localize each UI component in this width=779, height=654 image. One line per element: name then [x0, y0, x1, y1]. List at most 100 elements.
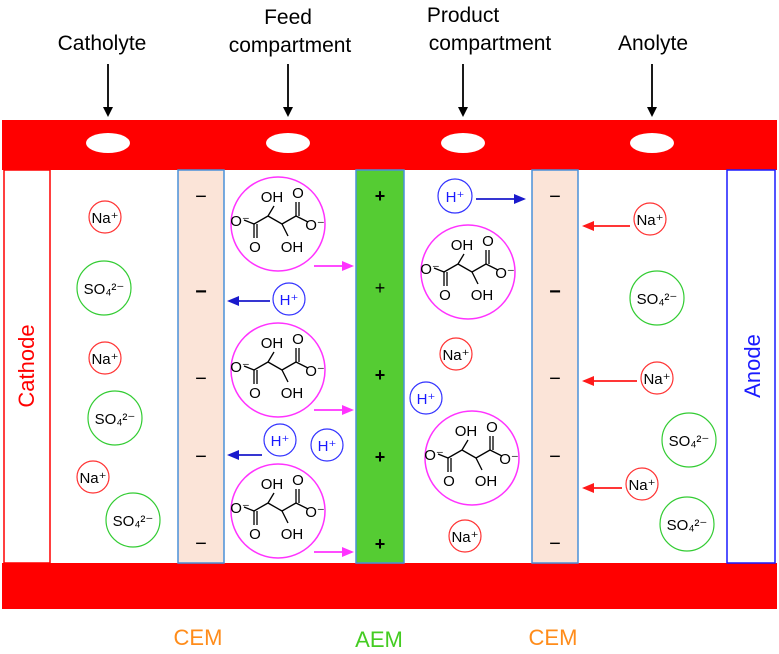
svg-text:O: O [249, 526, 261, 543]
h-ion-feed-2: H⁺ [263, 423, 297, 457]
svg-text:Na⁺: Na⁺ [451, 529, 478, 546]
anode-electrode [726, 169, 776, 564]
cem-right-label: CEM [529, 625, 578, 650]
cem-left-minus-4: − [195, 446, 207, 468]
na-ion-anode-1: Na⁺ [633, 202, 667, 236]
svg-text:SO₄²⁻: SO₄²⁻ [95, 411, 136, 428]
svg-text:Na⁺: Na⁺ [628, 477, 655, 494]
svg-text:H⁺: H⁺ [417, 391, 436, 408]
tartrate-product-2: OH O O⁻ O⁻ O OH [424, 410, 520, 506]
cathode-label: Cathode [14, 324, 39, 407]
svg-text:O⁻: O⁻ [305, 363, 325, 380]
cathode-electrode [3, 169, 51, 564]
svg-text:O⁻: O⁻ [230, 500, 250, 517]
cem-right-minus-2: − [549, 281, 561, 303]
svg-text:SO₄²⁻: SO₄²⁻ [637, 291, 678, 308]
feed-port [266, 133, 310, 153]
svg-text:OH: OH [281, 526, 304, 543]
cem-right-minus-1: − [549, 186, 561, 208]
cem-left-minus-1: − [195, 186, 207, 208]
aem-plus-5: + [375, 534, 386, 554]
aem-membrane [355, 169, 405, 564]
svg-text:H⁺: H⁺ [318, 438, 337, 455]
svg-text:SO₄²⁻: SO₄²⁻ [667, 517, 708, 534]
tartrate-feed-1: OH O O⁻ O⁻ O OH [230, 176, 326, 272]
svg-text:OH: OH [451, 237, 474, 254]
na-ion-cathode-1: Na⁺ [88, 200, 122, 234]
svg-text:Na⁺: Na⁺ [91, 210, 118, 227]
na-ion-cathode-2: Na⁺ [88, 341, 122, 375]
aem-plus-1: + [375, 186, 386, 206]
svg-text:OH: OH [471, 287, 494, 304]
tartrate-feed-2: OH O O⁻ O⁻ O OH [230, 322, 326, 418]
cem-left-minus-2: − [195, 281, 207, 303]
svg-text:O: O [292, 331, 304, 348]
svg-text:O: O [443, 473, 455, 490]
svg-text:Na⁺: Na⁺ [79, 470, 106, 487]
na-ion-anode-3: Na⁺ [625, 467, 659, 501]
svg-text:OH: OH [455, 423, 478, 440]
svg-text:O: O [439, 287, 451, 304]
h-ion-product-2: H⁺ [409, 381, 443, 415]
tartrate-product-1: OH O O⁻ O⁻ O OH [420, 224, 516, 320]
product-label-line2: compartment [429, 32, 552, 55]
aem-label: AEM [355, 627, 403, 652]
svg-text:OH: OH [261, 335, 284, 352]
na-ion-anode-2: Na⁺ [640, 361, 674, 395]
catholyte-port [86, 133, 130, 153]
svg-text:O⁻: O⁻ [305, 504, 325, 521]
svg-text:O⁻: O⁻ [305, 217, 325, 234]
h-ion-feed-1: H⁺ [272, 282, 306, 316]
svg-text:H⁺: H⁺ [280, 292, 299, 309]
so4-ion-cathode-3: SO₄²⁻ [105, 492, 161, 548]
so4-ion-cathode-2: SO₄²⁻ [87, 390, 143, 446]
aem-plus-2: + [375, 278, 386, 298]
h-ion-product-1: H⁺ [437, 178, 473, 214]
svg-text:Na⁺: Na⁺ [636, 212, 663, 229]
svg-text:SO₄²⁻: SO₄²⁻ [84, 281, 125, 298]
svg-text:SO₄²⁻: SO₄²⁻ [669, 433, 710, 450]
svg-text:Na⁺: Na⁺ [442, 347, 469, 364]
cem-right-minus-3: − [549, 368, 561, 390]
product-label-line1: Product [427, 4, 500, 27]
svg-text:O⁻: O⁻ [499, 451, 519, 468]
svg-text:OH: OH [475, 473, 498, 490]
catholyte-label: Catholyte [58, 32, 147, 55]
svg-text:O: O [486, 419, 498, 436]
anolyte-port [630, 133, 674, 153]
feed-label-line2: compartment [229, 34, 352, 57]
so4-ion-anode-2: SO₄²⁻ [661, 412, 717, 468]
svg-text:O: O [292, 185, 304, 202]
so4-ion-cathode-1: SO₄²⁻ [76, 260, 132, 316]
svg-text:O: O [292, 472, 304, 489]
feed-label-line1: Feed [264, 6, 312, 29]
aem-plus-3: + [375, 365, 386, 385]
svg-text:O⁻: O⁻ [424, 447, 444, 464]
cem-left-label: CEM [174, 625, 223, 650]
svg-text:O⁻: O⁻ [495, 265, 515, 282]
h-ion-feed-3: H⁺ [310, 428, 344, 462]
na-ion-cathode-3: Na⁺ [76, 460, 110, 494]
bottom-frame-bar [2, 563, 777, 609]
cem-left-minus-5: − [195, 533, 207, 555]
aem-plus-4: + [375, 447, 386, 467]
svg-text:O: O [482, 233, 494, 250]
svg-text:OH: OH [281, 239, 304, 256]
svg-text:O: O [249, 385, 261, 402]
na-ion-product-2: Na⁺ [448, 519, 482, 553]
svg-text:O: O [249, 239, 261, 256]
svg-text:H⁺: H⁺ [271, 433, 290, 450]
cem-right-minus-5: − [549, 533, 561, 555]
tartrate-feed-3: OH O O⁻ O⁻ O OH [230, 463, 326, 559]
svg-text:OH: OH [261, 189, 284, 206]
so4-ion-anode-1: SO₄²⁻ [629, 270, 685, 326]
anolyte-label: Anolyte [618, 32, 688, 55]
cem-right-minus-4: − [549, 446, 561, 468]
cem-right-membrane [531, 169, 579, 564]
na-ion-product-1: Na⁺ [439, 337, 473, 371]
svg-text:SO₄²⁻: SO₄²⁻ [113, 513, 154, 530]
svg-text:OH: OH [261, 476, 284, 493]
svg-text:OH: OH [281, 385, 304, 402]
cem-left-minus-3: − [195, 368, 207, 390]
